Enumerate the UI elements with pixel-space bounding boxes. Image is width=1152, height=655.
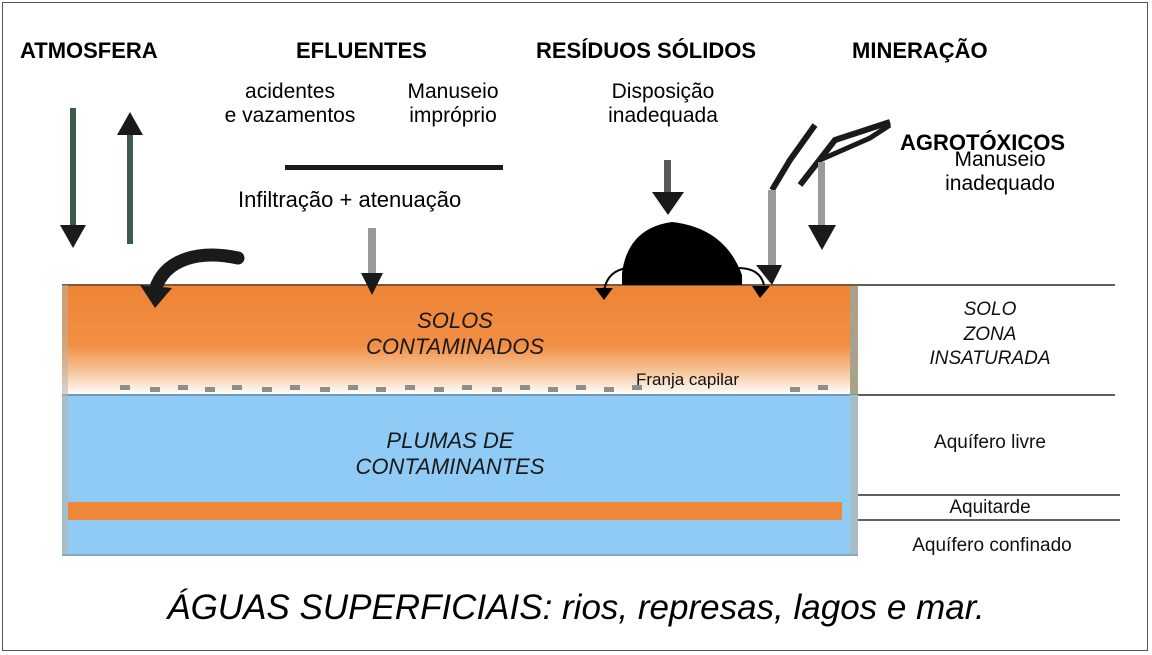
solos-line-1: SOLOS — [417, 308, 493, 333]
disposicao-line-1: Disposição — [611, 80, 715, 103]
plumas-line-1: PLUMAS DE — [386, 428, 514, 453]
acidentes-line-1: acidentes — [245, 80, 335, 103]
efluentes-label: EFLUENTES — [296, 38, 427, 63]
infiltracao-label: Infiltração + atenuação — [238, 187, 462, 212]
capillary-fringe-marks — [120, 385, 828, 392]
efluentes-bar — [285, 165, 503, 170]
aquitarde-label: Aquitarde — [949, 497, 1031, 518]
solo-zone-line-3: INSATURADA — [929, 348, 1051, 370]
aquitard-layer — [68, 502, 842, 520]
agro-manuseio-label: Manuseio inadequado — [925, 148, 1075, 196]
infiltration-arrow — [361, 228, 383, 295]
soil-layer — [62, 285, 858, 395]
atmosfera-label: ATMOSFERA — [20, 38, 158, 63]
solo-zone-line-2: ZONA — [963, 323, 1017, 345]
atmosphere-up-arrow — [117, 112, 143, 244]
aquifer-right-edge — [850, 395, 858, 555]
plumas-line-2: CONTAMINANTES — [355, 454, 545, 480]
solos-contaminados-label: SOLOS CONTAMINADOS — [335, 308, 575, 361]
solos-line-2: CONTAMINADOS — [365, 334, 545, 360]
unconfined-aquifer — [62, 395, 858, 555]
agro-manuseio-line-2: inadequado — [945, 172, 1055, 196]
aquifer-left-edge — [62, 285, 68, 555]
disposicao-line-2: inadequada — [608, 104, 718, 128]
atmosphere-down-arrow — [60, 108, 86, 248]
agro-manuseio-line-1: Manuseio — [954, 148, 1046, 171]
solo-zona-insaturada-label: SOLO ZONA INSATURADA — [890, 298, 1090, 372]
agrotoxic-pipes — [756, 119, 892, 285]
plumas-label: PLUMAS DE CONTAMINANTES — [315, 428, 585, 481]
surface-water-caption: ÁGUAS SUPERFICIAIS: rios, represas, lago… — [167, 588, 985, 627]
waste-mound — [622, 222, 742, 285]
acidentes-label: acidentes e vazamentos — [205, 80, 375, 128]
mineracao-label: MINERAÇÃO — [852, 38, 988, 63]
manuseio-line-2: impróprio — [409, 104, 497, 128]
spill-curved-arrow — [140, 248, 245, 308]
acidentes-line-2: e vazamentos — [224, 104, 356, 128]
soil-right-edge — [850, 285, 858, 395]
agrotoxicos-label: AGROTÓXICOS — [900, 130, 1066, 155]
aquifero-confinado-label: Aquífero confinado — [912, 535, 1072, 556]
waste-leachate-arrows — [595, 267, 770, 300]
aquifero-livre-label: Aquífero livre — [934, 432, 1046, 453]
disposicao-label: Disposição inadequada — [588, 80, 738, 128]
waste-down-arrow — [652, 160, 684, 215]
manuseio-improprio-label: Manuseio impróprio — [388, 80, 518, 128]
manuseio-line-1: Manuseio — [407, 80, 499, 103]
residuos-label: RESÍDUOS SÓLIDOS — [536, 38, 757, 63]
solo-zone-line-1: SOLO — [963, 299, 1017, 320]
franja-capilar-label: Franja capilar — [636, 370, 739, 389]
